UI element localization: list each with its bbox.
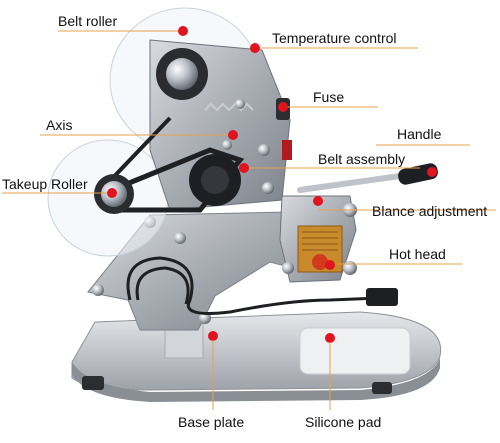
marker-hot-head xyxy=(325,260,335,270)
label-fuse: Fuse xyxy=(313,89,345,105)
marker-belt-roller xyxy=(178,26,188,36)
base-plate-shape xyxy=(71,311,442,402)
label-takeup-roller: Takeup Roller xyxy=(2,176,88,192)
marker-belt-assembly xyxy=(239,163,249,173)
label-hot-head: Hot head xyxy=(389,246,446,262)
label-belt-assembly: Belt assembly xyxy=(318,151,406,167)
label-handle: Handle xyxy=(397,126,442,142)
label-temperature-control: Temperature control xyxy=(272,30,397,46)
label-blance-adjustment: Blance adjustment xyxy=(372,203,488,219)
marker-fuse xyxy=(278,102,288,112)
callout-markers xyxy=(107,26,437,343)
leader-lines xyxy=(2,30,496,265)
label-base-plate: Base plate xyxy=(178,414,245,430)
label-silicone-pad: Silicone pad xyxy=(305,414,382,430)
marker-blance-adjustment xyxy=(313,196,323,206)
marker-takeup-roller xyxy=(107,188,117,198)
marker-silicone-pad xyxy=(325,333,335,343)
marker-handle xyxy=(427,167,437,177)
marker-temperature-control xyxy=(250,43,260,53)
label-axis: Axis xyxy=(46,117,73,133)
marker-axis xyxy=(228,130,238,140)
marker-base-plate xyxy=(208,331,218,341)
label-belt-roller: Belt roller xyxy=(58,13,118,29)
